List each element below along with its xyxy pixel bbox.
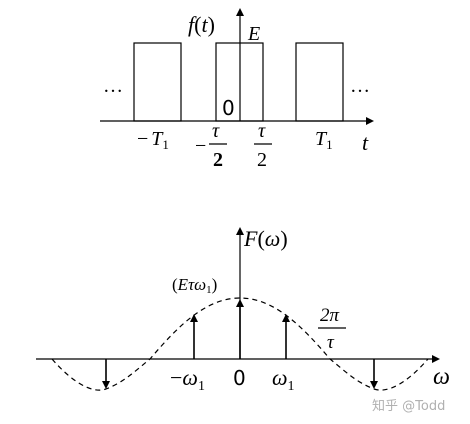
tick-zero: 0 — [233, 366, 246, 390]
svg-text:τ: τ — [327, 332, 335, 353]
time-domain-plot: f(t) E 0 t … … −T1 − τ 2 — [100, 8, 374, 171]
origin-label: 0 — [222, 96, 235, 120]
tick-neg-tau-half: − τ 2 — [195, 120, 227, 171]
ellipsis-left: … — [103, 75, 123, 97]
svg-text:2: 2 — [257, 149, 267, 171]
ellipsis-right: … — [350, 75, 370, 97]
tick-neg-t1: −T1 — [137, 128, 169, 152]
amplitude-label: E — [247, 23, 260, 45]
svg-text:τ: τ — [258, 120, 266, 142]
tick-pos-t1: T1 — [315, 128, 333, 152]
y-axis-label: f(t) — [188, 12, 215, 37]
zero-crossing-label: 2π τ — [318, 305, 346, 353]
tick-pos-tau-half: τ 2 — [254, 120, 272, 171]
peak-label: (Eτω1) — [172, 275, 217, 296]
tick-neg-omega1: −ω1 — [170, 365, 205, 394]
frequency-axis-label: ω — [433, 364, 450, 390]
pulse-right — [295, 42, 344, 122]
spectrum-axis-label: F(ω) — [243, 226, 288, 251]
pulse-center — [215, 42, 264, 122]
watermark: 知乎 @Todd — [372, 398, 445, 414]
svg-text:−: − — [195, 135, 206, 157]
x-axis-label: t — [362, 130, 369, 155]
svg-text:2π: 2π — [320, 305, 340, 326]
svg-text:2: 2 — [213, 149, 223, 171]
pulse-left — [133, 42, 182, 122]
svg-text:τ: τ — [212, 120, 220, 142]
tick-pos-omega1: ω1 — [272, 365, 295, 394]
frequency-domain-plot: F(ω) (Eτω1) 2π τ −ω1 0 ω1 ω — [36, 226, 450, 394]
